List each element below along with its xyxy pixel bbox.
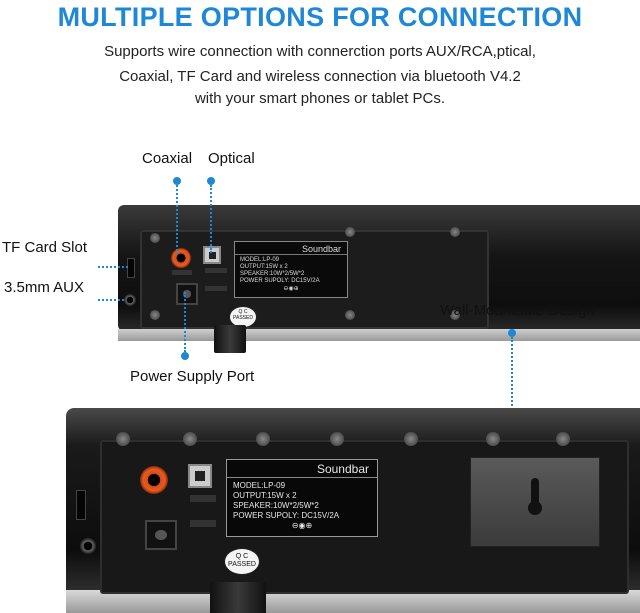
soundbar-closeup-edge <box>118 329 640 341</box>
screw-icon <box>183 432 197 446</box>
screw-icon <box>345 227 355 237</box>
callout-optical-line <box>210 185 212 253</box>
power-port <box>176 283 198 305</box>
qc-sticker-bottom: PASSED <box>233 314 253 321</box>
power-port <box>145 520 177 550</box>
tf-card-slot <box>76 490 86 520</box>
coaxial-port <box>171 248 191 268</box>
screw-icon <box>150 310 160 320</box>
screw-icon <box>345 310 355 320</box>
power-port-tag <box>190 520 216 527</box>
description-line-2: Coaxial, TF Card and wireless connection… <box>119 68 521 85</box>
label-model: MODEL:LP-09 <box>233 481 286 490</box>
callout-coaxial-dot <box>173 177 181 185</box>
power-port-tag <box>205 286 227 291</box>
qc-sticker-bottom: PASSED <box>228 560 256 568</box>
optical-port-tag <box>205 268 227 273</box>
callout-aux: 3.5mm AUX <box>4 279 85 296</box>
optical-port <box>203 246 221 264</box>
callout-wall-mount-line <box>511 337 513 462</box>
label-output: OUTPUT:15W x 2 <box>240 264 288 270</box>
callout-power-dot <box>181 352 189 360</box>
callout-wall-mount: Wall-Mountable Design <box>440 302 595 319</box>
aux-jack <box>124 294 136 306</box>
screw-icon <box>256 432 270 446</box>
label-output: OUTPUT:15W x 2 <box>233 491 297 500</box>
callout-tf-card-line <box>98 266 128 268</box>
label-speaker: SPEAKER:10W*2/5W*2 <box>240 271 305 277</box>
callout-coaxial-line <box>176 185 178 255</box>
callout-tf-card: TF Card Slot <box>2 239 88 256</box>
callout-aux-line <box>98 299 124 301</box>
qc-sticker: Q C PASSED <box>224 548 260 575</box>
label-power: POWER SUPOLY: DC15V/2A <box>233 511 340 520</box>
optical-port-tag <box>190 495 216 502</box>
callout-coaxial: Coaxial <box>142 150 193 167</box>
power-plug <box>214 325 246 353</box>
screw-icon <box>486 432 500 446</box>
dc-polarity-icon: ⊖◉⊕ <box>283 286 299 292</box>
callout-wall-mount-dot <box>508 329 516 337</box>
callout-power: Power Supply Port <box>130 368 255 385</box>
power-plug <box>210 582 266 613</box>
screw-icon <box>556 432 570 446</box>
screw-icon <box>450 227 460 237</box>
label-brand: Soundbar <box>235 242 347 255</box>
screw-icon <box>116 432 130 446</box>
label-speaker: SPEAKER:10W*2/5W*2 <box>233 501 319 510</box>
keyhole-icon <box>528 478 542 515</box>
screw-icon <box>150 233 160 243</box>
device-label: Soundbar MODEL:LP-09 OUTPUT:15W x 2 SPEA… <box>234 241 348 298</box>
aux-jack <box>80 538 96 554</box>
callout-power-line <box>184 292 186 352</box>
tf-card-slot <box>127 258 135 278</box>
callout-optical-dot <box>207 177 215 185</box>
headline: MULTIPLE OPTIONS FOR CONNECTION <box>57 2 583 32</box>
screw-icon <box>330 432 344 446</box>
qc-sticker-top: Q C <box>235 553 249 560</box>
label-model: MODEL:LP-09 <box>240 257 280 263</box>
coaxial-port-tag <box>172 270 192 275</box>
screw-icon <box>404 432 418 446</box>
qc-sticker-top: Q C <box>238 309 248 315</box>
label-brand: Soundbar <box>227 460 377 478</box>
description-line-3: with your smart phones or tablet PCs. <box>194 90 446 107</box>
screw-icon <box>450 310 460 320</box>
dc-polarity-icon: ⊖◉⊕ <box>291 521 313 530</box>
label-power: POWER SUPOLY: DC15V/2A <box>240 278 320 284</box>
optical-port <box>188 464 212 488</box>
soundbar-wide-edge <box>66 590 640 613</box>
coaxial-port <box>140 466 168 494</box>
device-label: Soundbar MODEL:LP-09 OUTPUT:15W x 2 SPEA… <box>226 459 378 537</box>
description-line-1: Supports wire connection with connerctio… <box>104 43 536 60</box>
callout-optical: Optical <box>208 150 255 167</box>
